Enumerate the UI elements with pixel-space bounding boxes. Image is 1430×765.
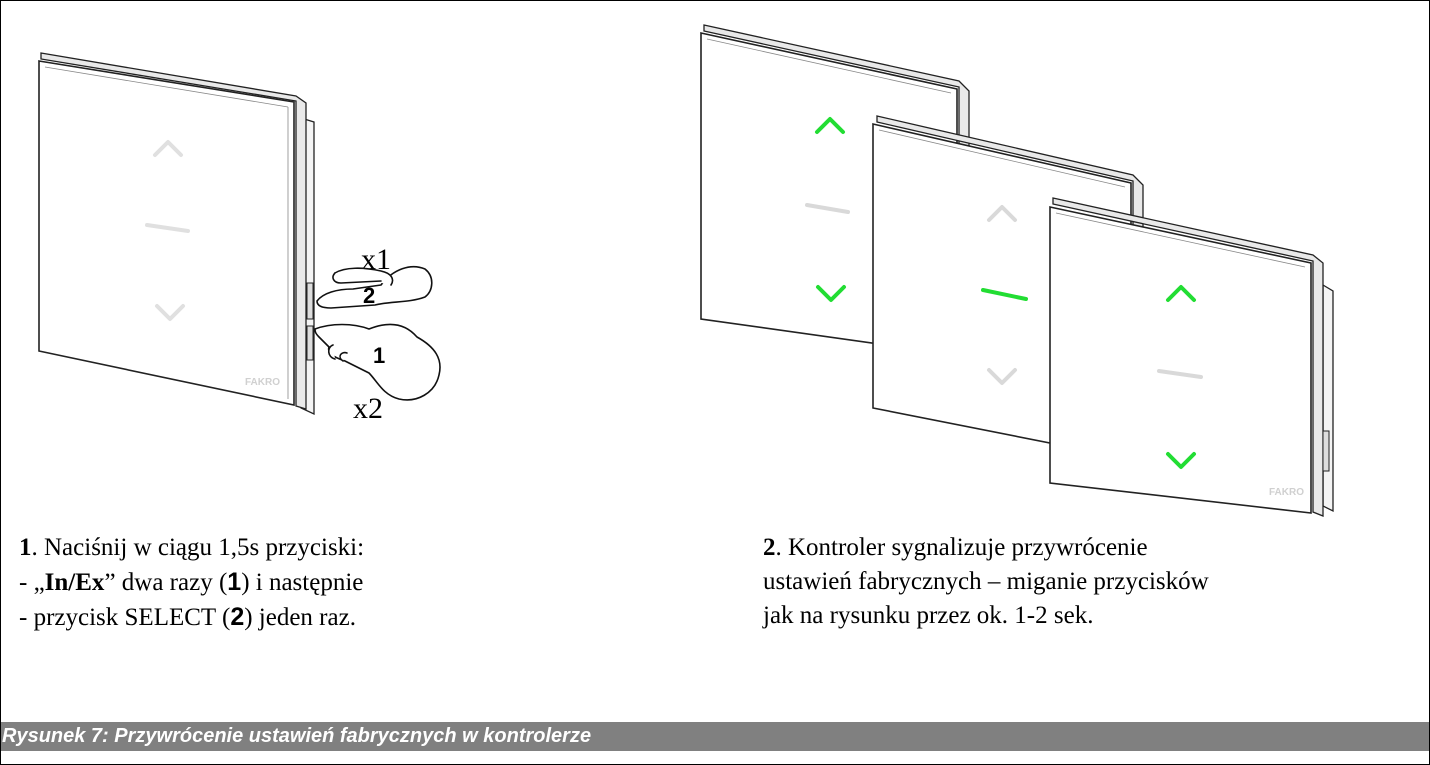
select-dash-icon — [981, 288, 1028, 301]
text: ” dwa razy ( — [104, 569, 228, 596]
left-controller: FAKRO — [38, 52, 315, 416]
press-count-inex: x2 — [353, 392, 383, 425]
hand-upper-icon — [316, 265, 433, 309]
step-1-line-2: - „In/Ex” dwa razy (1) i następnie — [19, 565, 364, 600]
inex-button-marker: 1 — [373, 343, 385, 368]
step-1-line-3: - przycisk SELECT (2) jeden raz. — [19, 600, 364, 635]
step-1-line-1: 1. Naciśnij w ciągu 1,5s przyciski: — [19, 531, 364, 565]
text: ) i następnie — [241, 569, 364, 596]
text: - przycisk SELECT ( — [19, 604, 231, 631]
select-dash-icon — [145, 223, 190, 233]
select-dash-icon — [805, 203, 850, 214]
figure-caption: Rysunek 7: Przywrócenie ustawień fabrycz… — [1, 722, 1429, 751]
text: - „ — [19, 569, 45, 596]
step-number: 1 — [19, 534, 32, 561]
step-2-line-2: ustawień fabrycznych – miganie przyciskó… — [763, 568, 1209, 595]
step-1-intro: . Naciśnij w ciągu 1,5s przyciski: — [31, 534, 365, 561]
select-number: 2 — [230, 603, 245, 631]
step-2-line-1: 2. Kontroler sygnalizuje przywrócenie — [763, 531, 1209, 565]
hand-lower-icon — [314, 323, 441, 401]
brand-logo: FAKRO — [245, 377, 280, 388]
text: ) jeden raz. — [244, 604, 356, 631]
step-2-instructions: 2. Kontroler sygnalizuje przywrócenie us… — [763, 531, 1209, 633]
controller-state-3: FAKRO — [1049, 197, 1334, 517]
text: . Kontroler sygnalizuje przywrócenie — [775, 534, 1148, 561]
step-2-line-3: jak na rysunku przez ok. 1-2 sek. — [763, 602, 1094, 629]
figure-illustration: FAKRO x1 x2 2 1 — [38, 24, 1334, 517]
select-dash-icon — [1157, 369, 1203, 379]
step-number: 2 — [763, 534, 776, 561]
step-1-instructions: 1. Naciśnij w ciągu 1,5s przyciski: - „I… — [19, 531, 364, 635]
brand-logo: FAKRO — [1269, 487, 1304, 498]
inex-key-label: In/Ex — [44, 569, 105, 596]
select-button-marker: 2 — [363, 283, 375, 308]
inex-number: 1 — [227, 568, 242, 596]
